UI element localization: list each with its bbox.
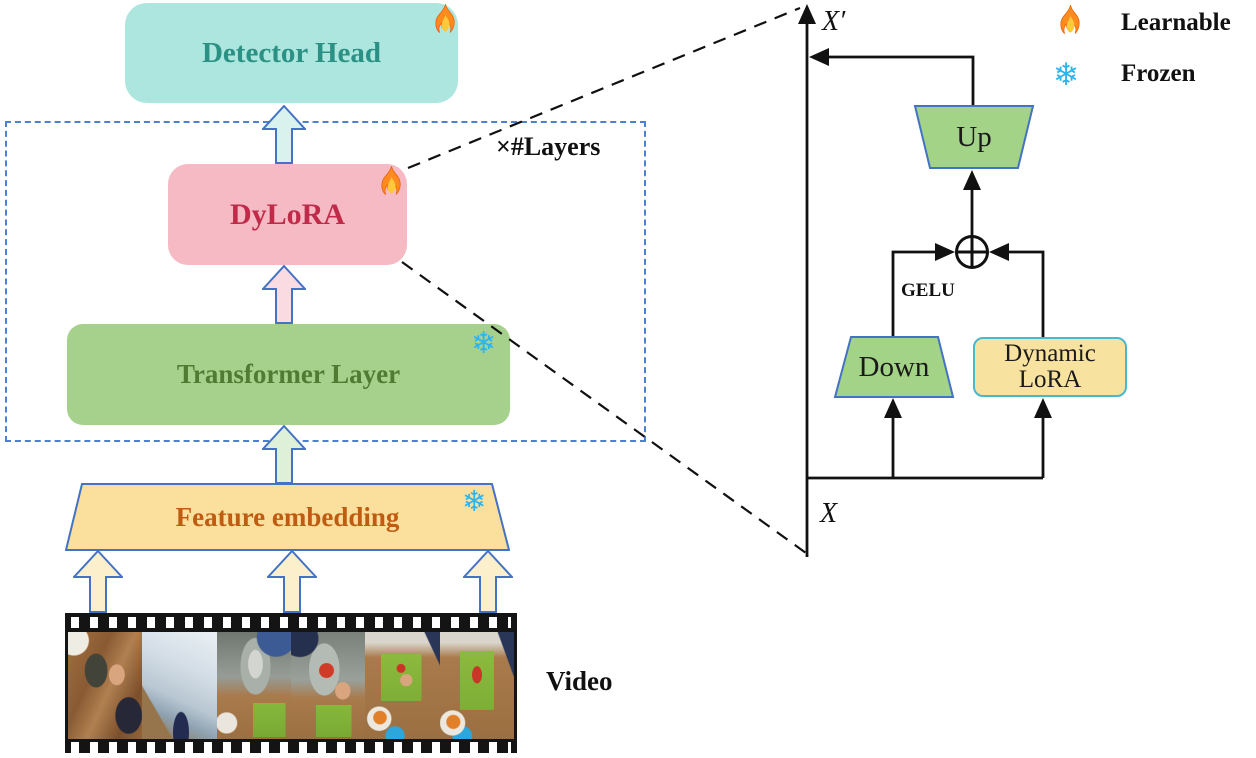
dynlora-to-sum-arrowhead [989,243,1009,261]
dynamic-lora-label-line1: Dynamic [1004,339,1096,367]
video-label: Video [546,666,613,696]
input-to-dynlora-arrowhead [1034,398,1052,418]
dynamic-lora-box: Dynamic LoRA [973,337,1127,397]
filmstrip-frames [68,632,514,739]
video-frame-1 [68,632,143,739]
fire-icon [1060,5,1080,34]
arrow-transformer-to-dylora [262,265,306,324]
detector-head-label: Detector Head [201,36,382,69]
layers-multiplier-label: ×#Layers [496,132,601,161]
dynamic-lora-label-line2: LoRA [1018,366,1082,393]
sum-plus-circle [955,235,989,269]
up-output-line [820,55,975,106]
gelu-label: GELU [901,280,955,301]
input-x-label: X [820,498,838,529]
dylora-label: DyLoRA [229,197,345,231]
up-output-arrowhead-left [809,48,829,66]
video-filmstrip [65,613,517,753]
filmstrip-sprockets-bottom [71,742,511,753]
arrow-dylora-to-detector [262,105,306,164]
detector-head-box: Detector Head [125,3,458,103]
video-frame-2 [142,632,217,739]
video-frame-3 [216,632,291,739]
dylora-box: DyLoRA [168,164,407,265]
output-x-prime-label: X′ [822,6,846,37]
video-frame-6 [439,632,514,739]
dynlora-to-sum-line [1000,250,1045,337]
sum-to-up-arrowhead [963,170,981,190]
feature-embedding-label: Feature embedding [175,501,400,532]
snowflake-icon: ❄ [471,326,497,361]
legend-learnable-label: Learnable [1121,9,1231,36]
arrow-video-to-feature-3 [463,550,513,613]
input-to-down-arrowhead [884,398,902,418]
snowflake-icon: ❄ [462,484,487,518]
arrow-video-to-feature-2 [267,550,317,613]
fire-icon [435,4,455,33]
video-frame-5 [365,632,440,739]
down-to-sum-arrowhead [935,243,955,261]
arrow-feature-to-transformer [262,425,306,484]
video-frame-4 [290,632,366,739]
down-label: Down [858,350,930,383]
filmstrip-sprockets-top [71,617,511,628]
arrow-video-to-feature-1 [73,550,123,613]
residual-arrowhead-up [798,4,816,24]
legend-frozen-label: Frozen [1121,60,1196,87]
snowflake-icon: ❄ [1053,57,1079,93]
fire-icon [381,166,401,195]
transformer-layer-label: Transformer Layer [176,359,401,389]
up-label: Up [956,120,992,153]
feature-embedding-box: Feature embedding [64,483,511,551]
transformer-layer-box: Transformer Layer [67,324,510,425]
